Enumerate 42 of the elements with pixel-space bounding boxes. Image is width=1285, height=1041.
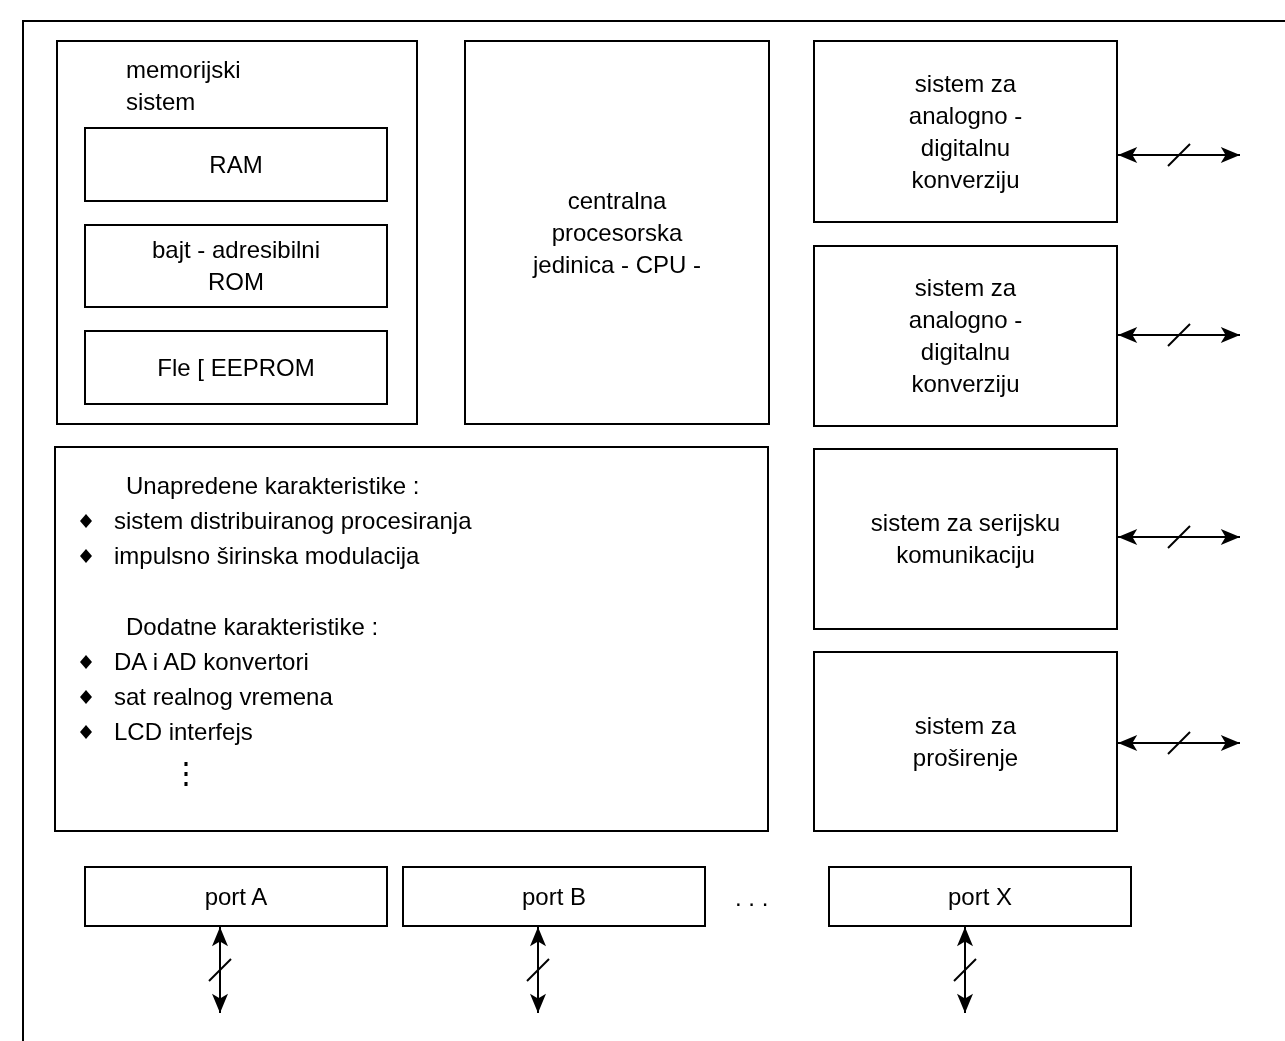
- section-heading: Unapredene karakteristike :: [126, 471, 420, 501]
- list-item: DA i AD konvertori: [114, 647, 309, 677]
- block-box: [84, 866, 388, 927]
- block-box: [464, 40, 770, 425]
- block-title: memorijski sistem: [126, 55, 242, 117]
- block-box: [813, 651, 1118, 832]
- list-item: impulsno širinska modulacija: [114, 541, 420, 571]
- bus-arrow: [1117, 735, 1241, 751]
- block-label: sistem za serijsku komunikaciju: [869, 508, 1062, 570]
- memory-block: [56, 40, 418, 425]
- bus-arrow: [1117, 529, 1241, 545]
- bus-arrow: [1117, 147, 1241, 163]
- block-box: [813, 245, 1118, 427]
- list-item: sat realnog vremena: [114, 682, 333, 712]
- block-label: port A: [204, 881, 268, 912]
- block-label: sistem za analogno - digitalnu konverziju: [907, 68, 1024, 195]
- ellipsis-label: . . .: [735, 883, 769, 913]
- bus-arrow: [1117, 327, 1241, 343]
- block-box: [828, 866, 1132, 927]
- bus-arrow: [957, 926, 973, 1014]
- block-label: sistem za analogno - digitalnu konverziju: [907, 273, 1024, 399]
- board-outline: [22, 20, 1285, 1041]
- feature-panel: [54, 446, 769, 832]
- list-item: sistem distribuiranog procesiranja: [114, 506, 472, 536]
- section-heading: Dodatne karakteristike :: [126, 612, 379, 642]
- list-item: LCD interfejs: [114, 717, 253, 747]
- block-box: [813, 40, 1118, 223]
- block-label: port B: [522, 881, 586, 912]
- block-label: centralna procesorska jedinica - CPU -: [531, 185, 702, 280]
- continuation-dots: ⋮: [171, 755, 201, 791]
- block-box: [813, 448, 1118, 630]
- block-label: sistem za proširenje: [911, 710, 1020, 773]
- block-box: [84, 224, 388, 308]
- block-label: port X: [948, 881, 1012, 912]
- block-label: Fle [ EEPROM: [157, 352, 315, 383]
- block-box: [84, 127, 388, 202]
- block-label: bajt - adresibilni ROM: [150, 235, 322, 297]
- block-box: [402, 866, 706, 927]
- block-box: [84, 330, 388, 405]
- bus-arrow: [530, 926, 546, 1014]
- block-label: RAM: [209, 149, 263, 180]
- bus-arrow: [212, 926, 228, 1014]
